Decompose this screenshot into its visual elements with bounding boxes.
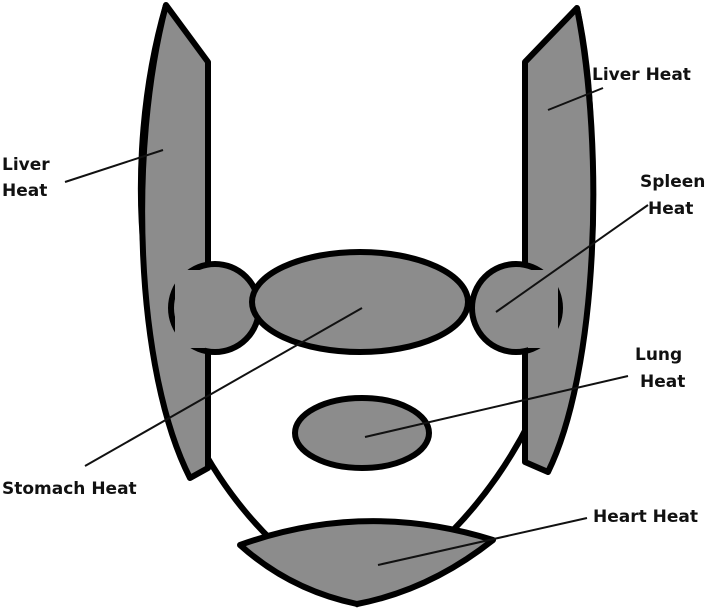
label-heart: Heart Heat <box>593 507 698 527</box>
label-lung: Lung Heat <box>635 345 688 392</box>
liver-right-region <box>522 5 597 475</box>
leader-heart <box>377 517 588 566</box>
label-liver-left: Liver Heat <box>2 155 56 201</box>
leader-stomach <box>84 307 363 467</box>
leader-spleen <box>495 204 649 313</box>
leader-lung <box>364 375 629 438</box>
leader-liver-right <box>547 87 604 111</box>
liver-left-region <box>139 2 211 481</box>
stomach-region <box>249 249 471 355</box>
label-liver-right: Liver Heat <box>592 65 691 85</box>
label-stomach: Stomach Heat <box>2 479 137 499</box>
heart-region <box>237 518 496 607</box>
label-spleen: Spleen Heat <box>640 172 711 219</box>
lung-region <box>292 395 432 471</box>
leader-liver-left <box>64 149 164 183</box>
